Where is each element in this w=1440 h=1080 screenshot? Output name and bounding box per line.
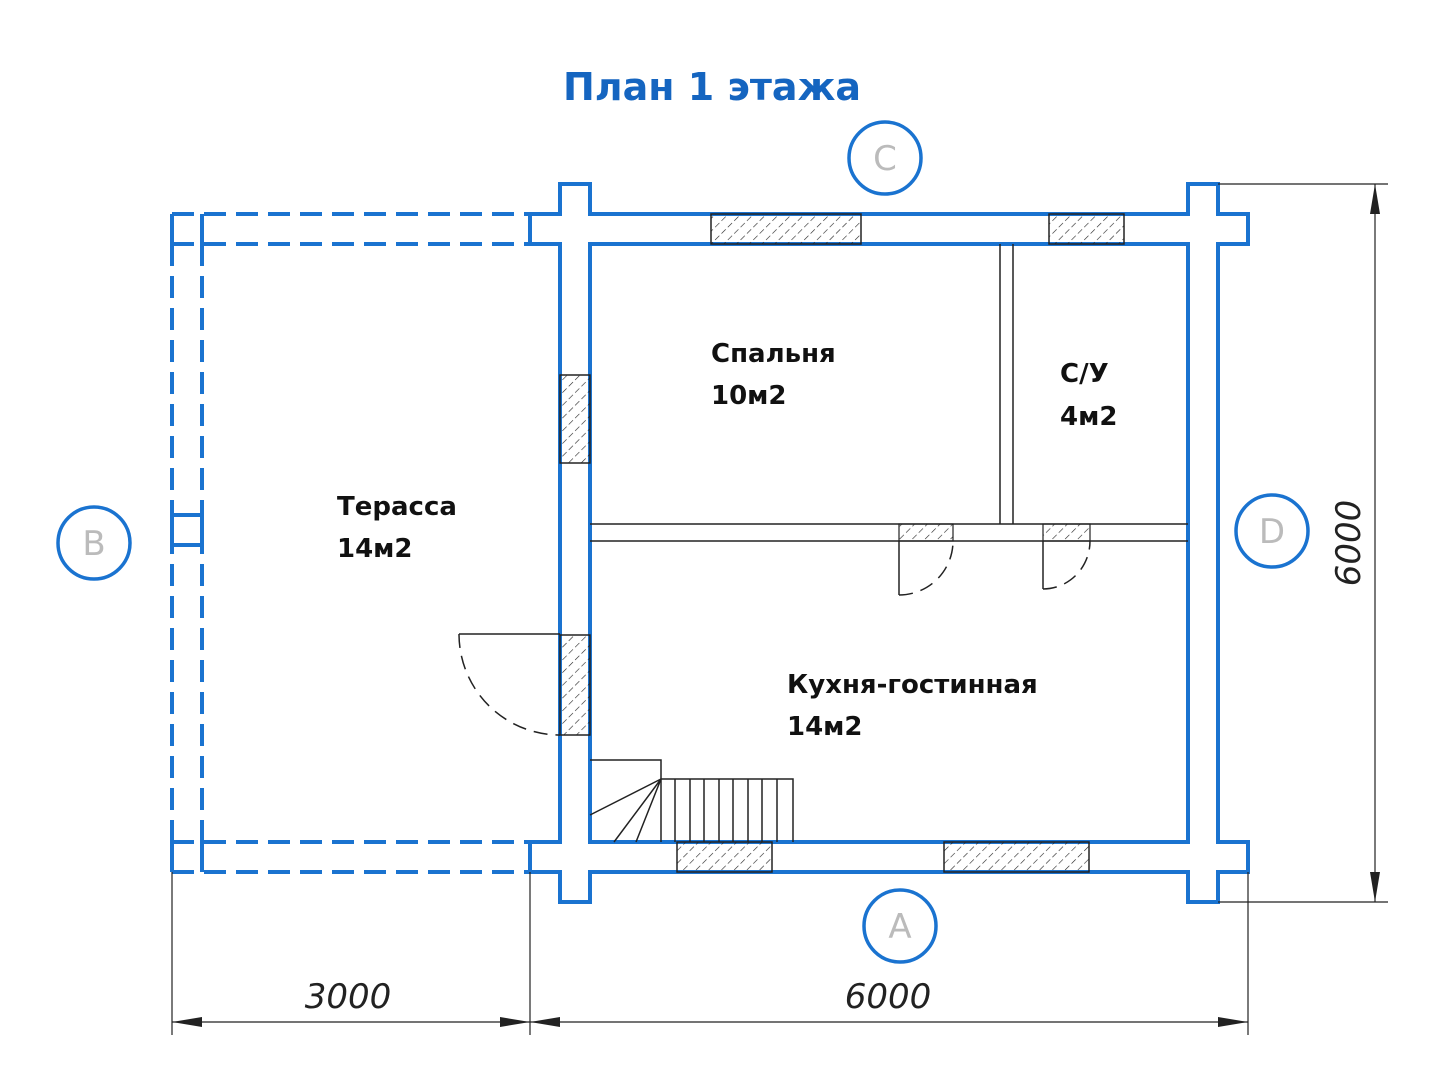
dimension-arrows <box>172 184 1380 1027</box>
door-opening <box>1042 523 1091 542</box>
axis-label-c: C <box>873 139 897 179</box>
door-opening <box>898 523 954 542</box>
outer-wall <box>528 182 1250 904</box>
entry-door-opening <box>559 634 591 736</box>
axis-markers <box>56 120 1310 964</box>
room-name-bedroom: Спальня <box>711 339 836 369</box>
room-area-terrace: 14м2 <box>337 534 413 564</box>
windows <box>559 213 1125 873</box>
room-name-terrace: Терасса <box>337 492 457 522</box>
dimension-lines <box>171 183 1388 1035</box>
door-swings <box>458 540 1091 736</box>
window <box>676 841 773 873</box>
partitions <box>590 244 1188 542</box>
room-name-bathroom: С/У <box>1060 359 1109 389</box>
dimension-terrace-width: 3000 <box>305 977 392 1017</box>
page-title: План 1 этажа <box>563 65 861 109</box>
window <box>943 841 1090 873</box>
axis-label-a: A <box>888 907 911 947</box>
window <box>1048 213 1125 245</box>
terrace-walls <box>170 212 530 874</box>
dimension-house-width: 6000 <box>845 977 932 1017</box>
axis-label-d: D <box>1259 512 1285 552</box>
window <box>710 213 862 245</box>
stairs <box>589 759 794 843</box>
window <box>559 374 591 464</box>
room-area-bedroom: 10м2 <box>711 381 787 411</box>
room-area-kitchen: 14м2 <box>787 712 863 742</box>
axis-label-b: B <box>82 524 105 564</box>
dimension-house-depth: 6000 <box>1329 500 1369 587</box>
inner-wall <box>588 242 1190 844</box>
room-area-bathroom: 4м2 <box>1060 402 1117 432</box>
room-name-kitchen: Кухня-гостинная <box>787 670 1038 700</box>
